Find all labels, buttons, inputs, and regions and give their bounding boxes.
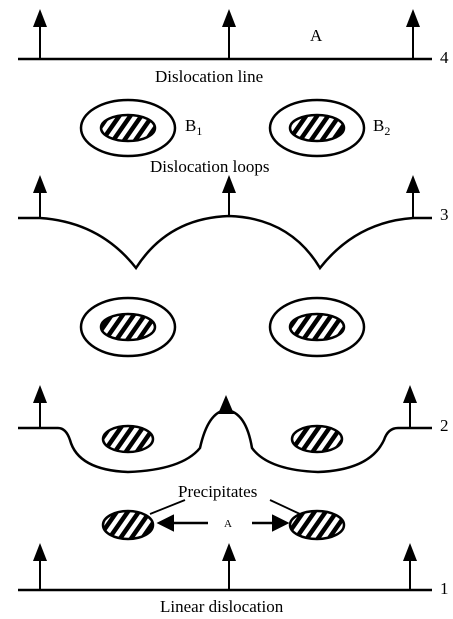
- precipitate: [288, 113, 346, 143]
- burgers-vector-arrow: [403, 543, 417, 590]
- precipitate: [288, 312, 346, 342]
- precipitates-leader-line: [269, 499, 301, 515]
- stage-2-dislocation-line: 2: [18, 385, 449, 474]
- precipitate: [290, 424, 344, 454]
- burgers-vector-arrow: [218, 395, 234, 414]
- burgers-vector-arrow: [33, 9, 47, 59]
- stage-number-1: 1: [440, 579, 449, 598]
- precipitates-leader-line: [149, 499, 186, 515]
- dislocation-loops-top: B1 B2 Dislocation loops: [79, 98, 390, 176]
- stage-number-4: 4: [440, 48, 449, 67]
- burgers-vector-arrow: [222, 175, 236, 216]
- stage-3-dislocation-line: 3: [18, 175, 449, 271]
- precipitate: [99, 312, 157, 342]
- burgers-vector-arrow: [222, 9, 236, 59]
- spacing-a-label: A: [224, 518, 232, 530]
- burgers-vector-arrow: [33, 175, 47, 218]
- burgers-vector-arrow: [222, 543, 236, 590]
- burgers-vector-arrow: [406, 9, 420, 59]
- precipitate: [99, 113, 157, 143]
- dislocation-loop: [79, 296, 177, 358]
- precipitates-group: Precipitates A: [101, 482, 346, 541]
- burgers-vector-arrow: [406, 175, 420, 218]
- dislocation-line-label: Dislocation line: [155, 67, 263, 86]
- dislocation-loops-label: Dislocation loops: [150, 157, 269, 176]
- burgers-vector-arrow: [33, 543, 47, 590]
- dislocation-loop: [268, 296, 366, 358]
- precipitate: [101, 509, 155, 541]
- dislocation-loop-b2: [268, 98, 366, 158]
- burgers-vector-arrow: [33, 385, 47, 428]
- precipitate: [101, 424, 155, 454]
- stage-number-2: 2: [440, 416, 449, 435]
- stage-4-dislocation-line: 4 A Dislocation line: [18, 9, 449, 86]
- dislocation-loop-b1: [79, 98, 177, 158]
- dislocation-loops-middle: [79, 296, 366, 358]
- burgers-vector-arrow: [403, 385, 417, 428]
- linear-dislocation-label: Linear dislocation: [160, 597, 284, 616]
- point-a-label: A: [310, 26, 323, 45]
- precipitates-label: Precipitates: [178, 482, 257, 501]
- stage-number-3: 3: [440, 205, 449, 224]
- precipitate: [288, 509, 346, 541]
- stage-1-dislocation-line: 1 Linear dislocation: [18, 543, 449, 616]
- loop-b2-label: B2: [373, 116, 390, 138]
- loop-b1-label: B1: [185, 116, 202, 138]
